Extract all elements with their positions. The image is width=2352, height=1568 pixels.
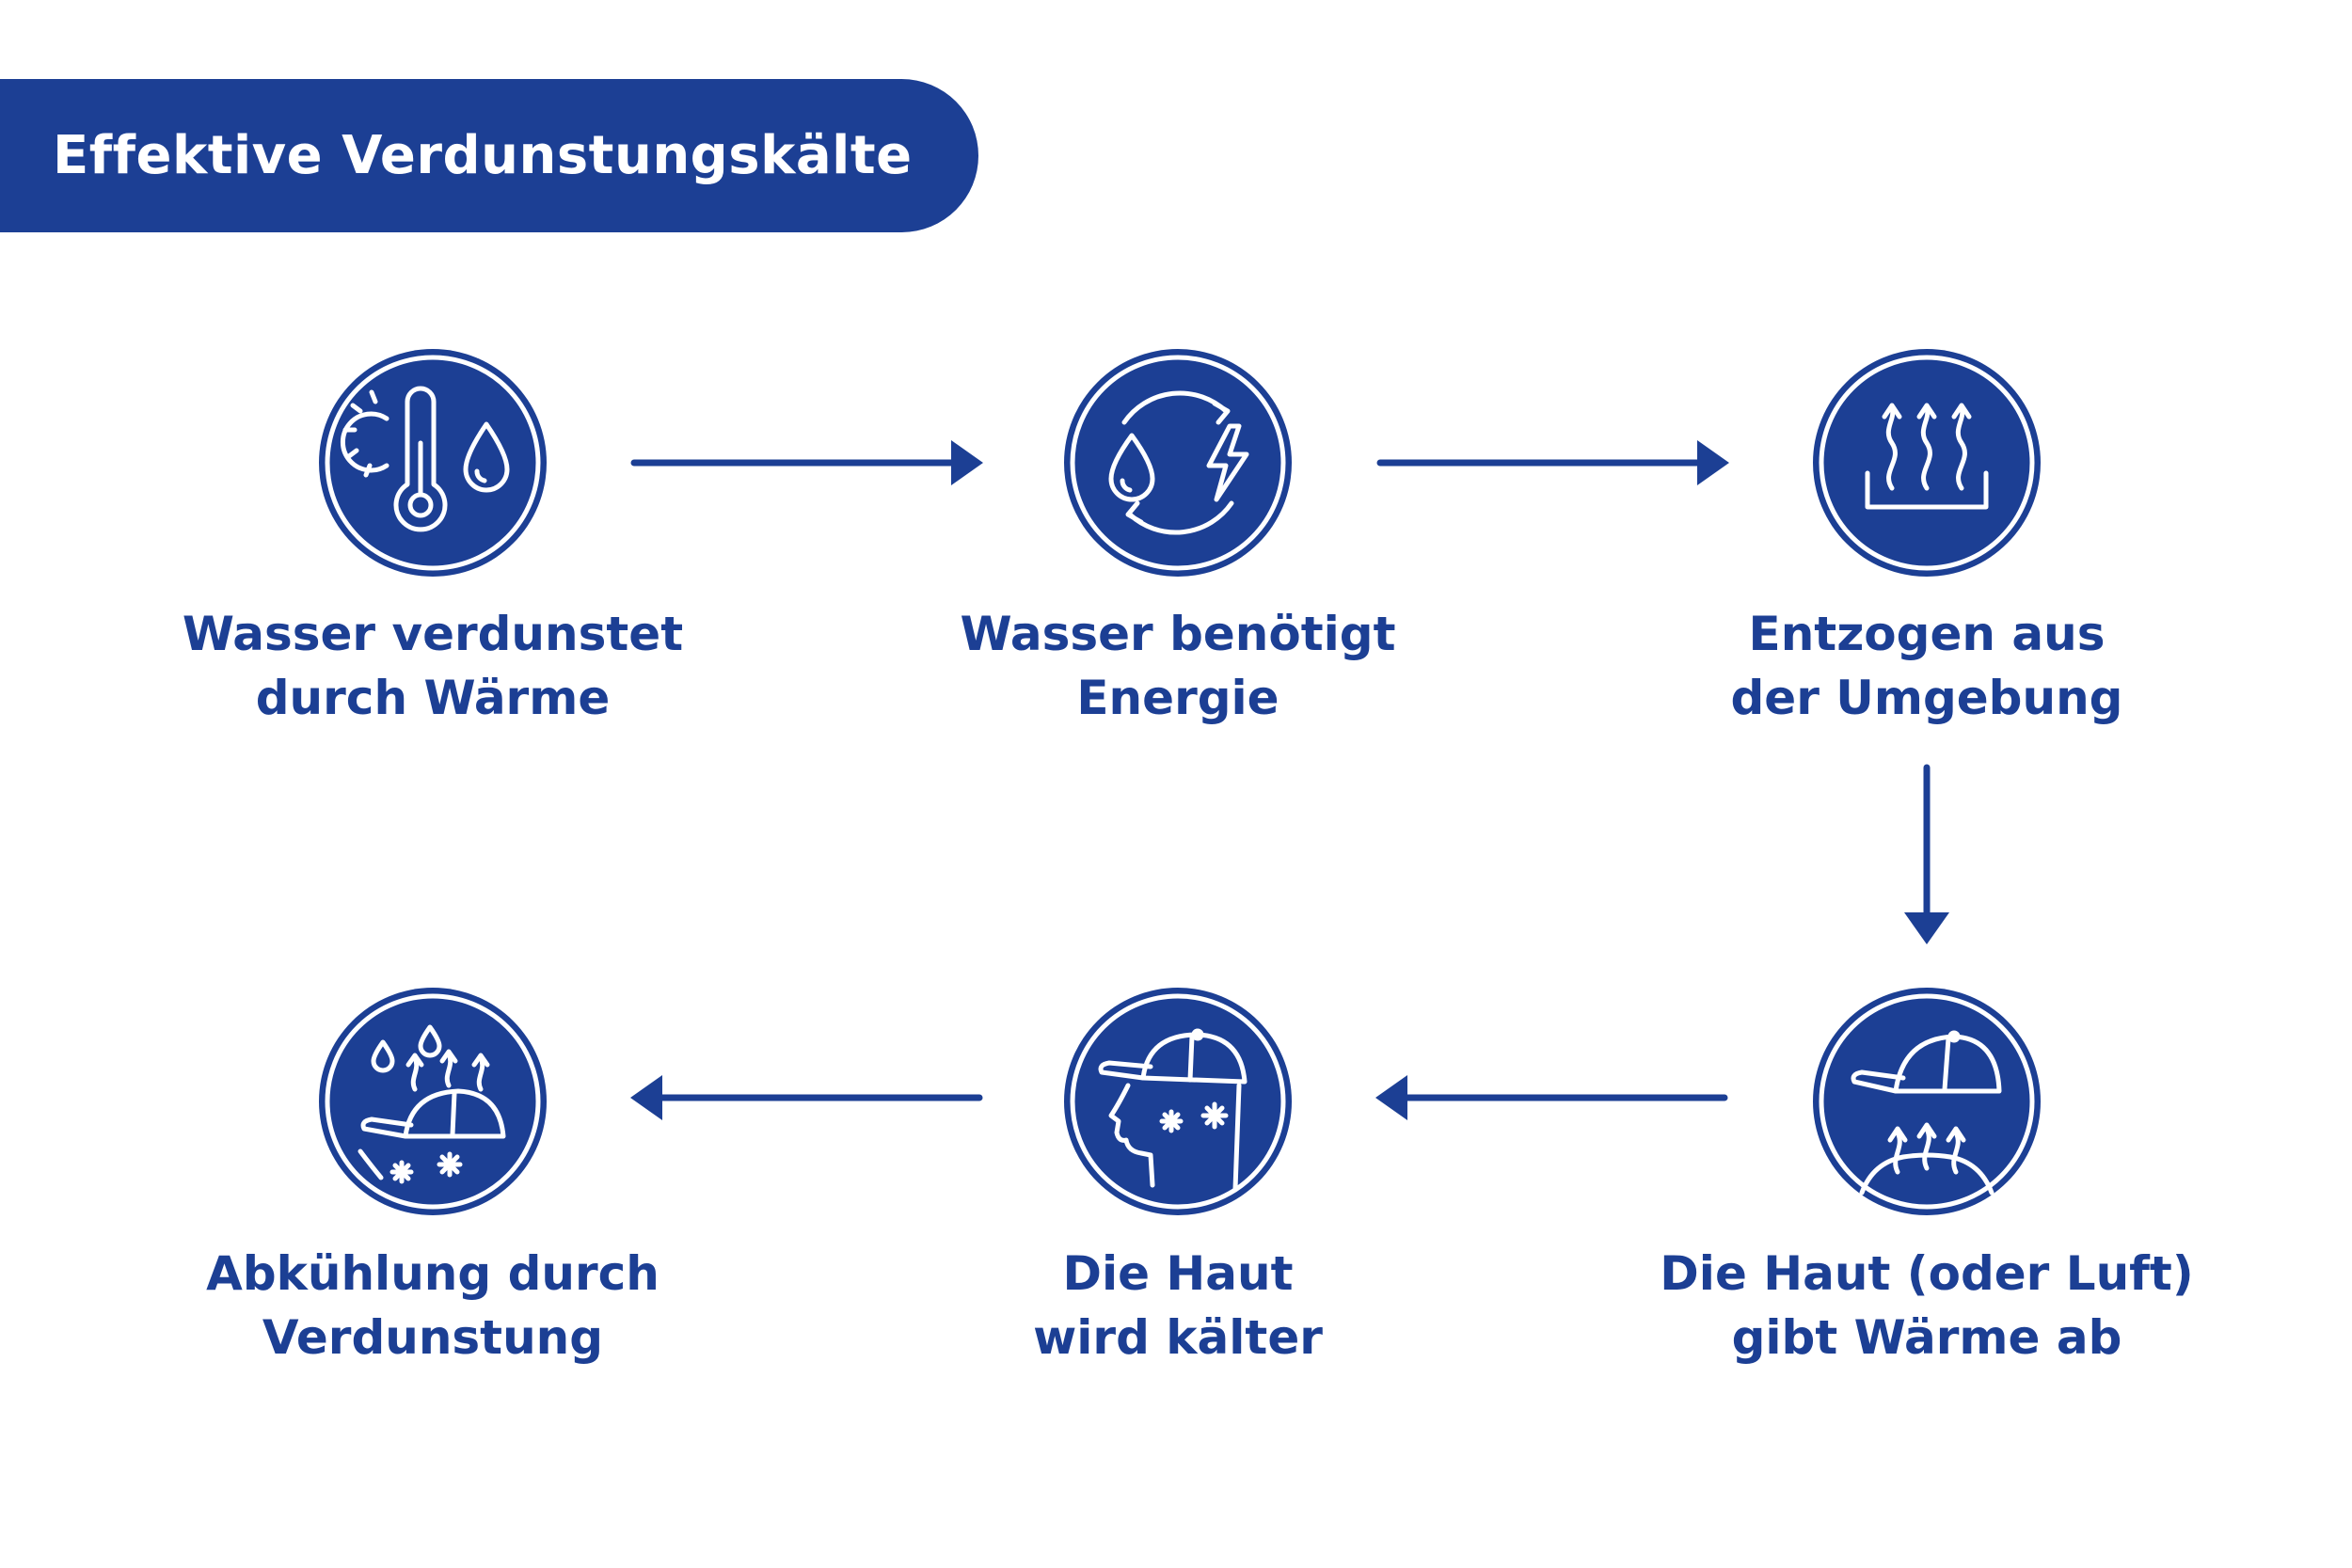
arrow-step2-to-step3 [1376,438,1729,487]
arrow-step3-to-step4 [1902,764,1951,944]
heat-rising-surface-icon [1813,349,2041,577]
step-4-label: Die Haut (oder Luft)gibt Wärme ab [1660,1246,2194,1365]
thermometer-sun-water-drop-icon [319,349,547,577]
diagram-title: Effektive Verdunstungskälte [53,125,913,186]
face-cold-skin-icon [1064,988,1292,1215]
arrow-step1-to-step2 [630,438,983,487]
arrow-step5-to-step6 [630,1073,983,1122]
head-cooling-evaporation-icon [319,988,547,1215]
water-energy-cycle-icon [1064,349,1292,577]
arrow-step4-to-step5 [1375,1073,1728,1122]
title-banner: Effektive Verdunstungskälte [0,79,978,232]
head-heat-release-icon [1813,988,2041,1215]
